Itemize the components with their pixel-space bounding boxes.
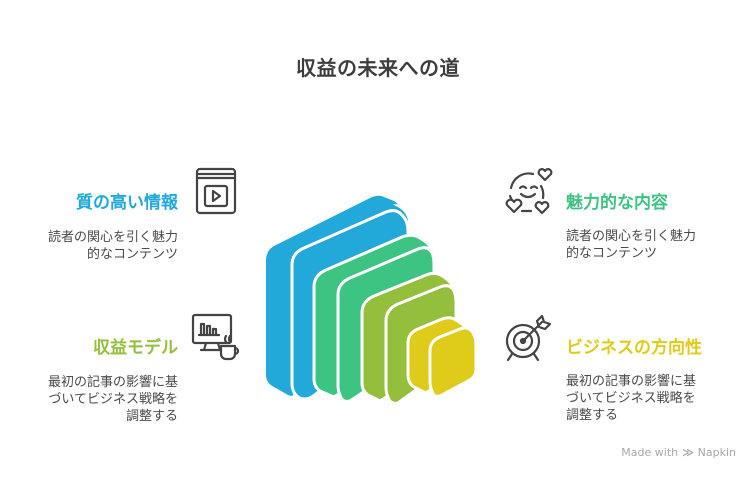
item-business-direction: ビジネスの方向性 最初の記事の影響に基 づいてビジネス戦略を 調整する bbox=[566, 337, 702, 424]
item-heading: 魅力的な内容 bbox=[566, 193, 668, 213]
item-description: 読者の関心を引く魅力 的なコンテンツ bbox=[566, 229, 697, 261]
made-with-label: Made with bbox=[621, 446, 679, 459]
item-heading: ビジネスの方向性 bbox=[566, 338, 702, 358]
item-attractive-content: 魅力的な内容 読者の関心を引く魅力 的なコンテンツ bbox=[566, 192, 696, 262]
item-revenue-model-desc: 最初の記事の影響に基 づいてビジネス戦略を 調整する bbox=[48, 374, 178, 425]
made-with-napkin-watermark: Made with ≫ Napkin bbox=[621, 446, 736, 459]
item-heading: 質の高い情報 bbox=[76, 193, 178, 213]
item-revenue-model: 収益モデル bbox=[93, 337, 178, 359]
item-quality-info-desc: 読者の関心を引く魅力 的なコンテンツ bbox=[48, 229, 178, 263]
item-description: 最初の記事の影響に基 づいてビジネス戦略を 調整する bbox=[47, 375, 178, 424]
item-description: 最初の記事の影響に基 づいてビジネス戦略を 調整する bbox=[566, 374, 697, 423]
stacked-layers-graphic bbox=[262, 195, 482, 409]
napkin-brand-label: Napkin bbox=[697, 446, 736, 459]
monitor-chart-coffee-icon bbox=[191, 312, 243, 362]
napkin-logo-icon: ≫ bbox=[682, 446, 694, 459]
item-quality-info: 質の高い情報 bbox=[76, 192, 178, 214]
smiling-face-hearts-icon bbox=[503, 166, 555, 218]
diagram-title: 収益の未来への道 bbox=[296, 56, 460, 80]
target-arrow-icon bbox=[503, 311, 555, 363]
book-play-icon bbox=[194, 166, 238, 216]
item-heading: 収益モデル bbox=[93, 338, 178, 358]
item-description: 読者の関心を引く魅力 的なコンテンツ bbox=[47, 230, 178, 262]
